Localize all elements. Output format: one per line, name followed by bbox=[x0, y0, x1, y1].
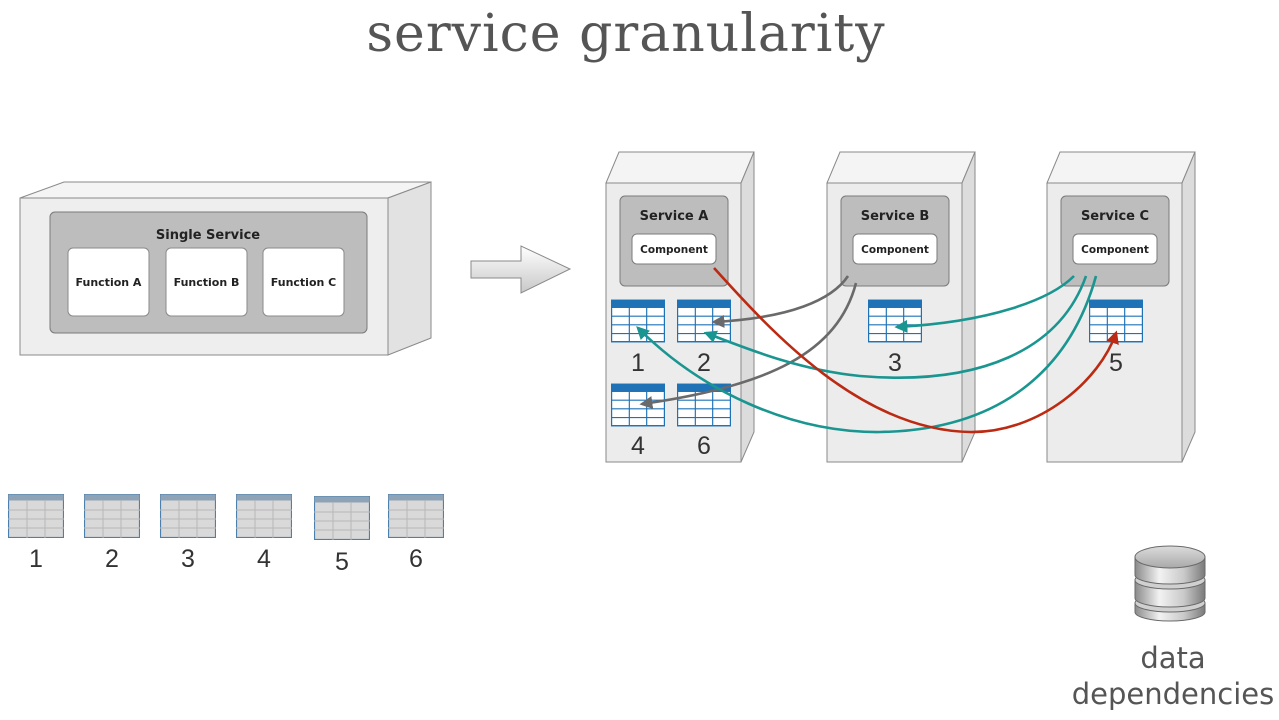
service-c-tower bbox=[1046, 151, 1196, 463]
table-number-6: 6 bbox=[409, 545, 423, 573]
table-icon-2 bbox=[84, 494, 140, 538]
database-icon bbox=[1134, 545, 1206, 622]
function-b-label: Function B bbox=[174, 276, 240, 289]
table-icon-6 bbox=[388, 494, 444, 538]
service-a-label: Service A bbox=[640, 209, 709, 224]
function-box-c bbox=[262, 247, 345, 317]
service-c-label: Service C bbox=[1081, 209, 1149, 224]
service-b-table-icon-3 bbox=[868, 299, 922, 343]
function-box-b bbox=[165, 247, 248, 317]
function-a-label: Function A bbox=[76, 276, 142, 289]
table-icon-4 bbox=[236, 494, 292, 538]
service-b-label: Service B bbox=[861, 209, 929, 224]
table-number-2: 2 bbox=[105, 545, 119, 573]
service-a-table-number-6: 6 bbox=[697, 432, 711, 460]
service-b-table-number-3: 3 bbox=[888, 349, 902, 377]
table-number-1: 1 bbox=[29, 545, 43, 573]
dependency-arrow-c-to-2 bbox=[703, 275, 1088, 379]
table-icon-1 bbox=[8, 494, 64, 538]
service-a-table-number-1: 1 bbox=[631, 349, 645, 377]
function-c-label: Function C bbox=[271, 276, 336, 289]
service-a-component-label: Component bbox=[640, 244, 708, 256]
service-c-table-number-5: 5 bbox=[1109, 349, 1123, 377]
transition-arrow-icon bbox=[470, 245, 572, 294]
table-number-4: 4 bbox=[257, 545, 271, 573]
dependency-arrow-a-to-5 bbox=[713, 267, 1119, 434]
monolith-tables bbox=[8, 494, 444, 540]
caption-line-1: data bbox=[1140, 641, 1206, 675]
page-title: service granularity bbox=[366, 4, 886, 64]
function-box-a bbox=[67, 247, 150, 317]
single-service-label: Single Service bbox=[156, 228, 260, 243]
service-b-component-label: Component bbox=[861, 244, 929, 256]
table-number-3: 3 bbox=[181, 545, 195, 573]
dependency-arrow-c-to-1 bbox=[636, 275, 1098, 434]
service-c-component-label: Component bbox=[1081, 244, 1149, 256]
dependency-arrow-b-to-2 bbox=[711, 275, 850, 328]
service-a-table-number-2: 2 bbox=[697, 349, 711, 377]
table-number-5: 5 bbox=[335, 548, 349, 576]
table-icon-3 bbox=[160, 494, 216, 538]
service-a-table-icon-1 bbox=[611, 299, 665, 343]
data-dependencies-caption: data dependencies bbox=[1060, 640, 1279, 712]
service-a-table-icon-4 bbox=[611, 383, 665, 427]
service-a-table-number-4: 4 bbox=[631, 432, 645, 460]
dependency-arrow-c-to-3 bbox=[894, 275, 1075, 333]
table-icon-5 bbox=[314, 496, 370, 540]
caption-line-2: dependencies bbox=[1071, 677, 1275, 711]
dependency-arrows bbox=[636, 267, 1119, 434]
